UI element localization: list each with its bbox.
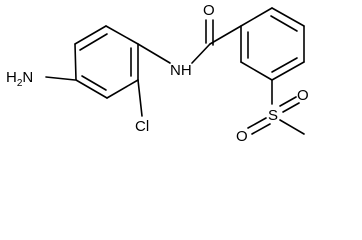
bond: [105, 25, 139, 45]
bond: [209, 25, 242, 45]
bond: [137, 79, 143, 117]
amine-h: H: [6, 69, 17, 86]
sulfonyl-oxygen-right-label: O: [297, 87, 309, 104]
bond: [240, 7, 273, 27]
bonds: [45, 7, 305, 135]
sulfonyl-oxygen-left-label: O: [236, 128, 248, 145]
molecule-diagram: H2N NH O Cl S O O: [6, 2, 309, 145]
amine-n: N: [22, 69, 33, 86]
bond: [74, 25, 107, 45]
bond: [79, 33, 108, 51]
bond: [81, 75, 107, 91]
bond: [271, 7, 305, 27]
bond: [270, 15, 298, 32]
carbonyl-oxygen-label: O: [203, 2, 215, 19]
amide-nh-label: NH: [170, 62, 192, 79]
bond: [75, 79, 108, 99]
bond: [279, 96, 297, 107]
amine-subscript: 2: [17, 78, 23, 89]
chlorine-label: Cl: [135, 118, 149, 135]
bond: [247, 117, 267, 129]
bond: [74, 43, 77, 81]
amine-label: H2N: [6, 69, 33, 89]
bond: [251, 123, 271, 135]
bond: [271, 61, 305, 81]
sulfur-label: S: [268, 107, 278, 124]
bond: [282, 102, 300, 113]
bond: [137, 43, 171, 64]
bond: [106, 79, 139, 99]
bond: [240, 61, 273, 81]
bond: [45, 76, 76, 81]
bond: [279, 119, 305, 135]
bond: [271, 57, 298, 73]
bond: [191, 43, 211, 64]
